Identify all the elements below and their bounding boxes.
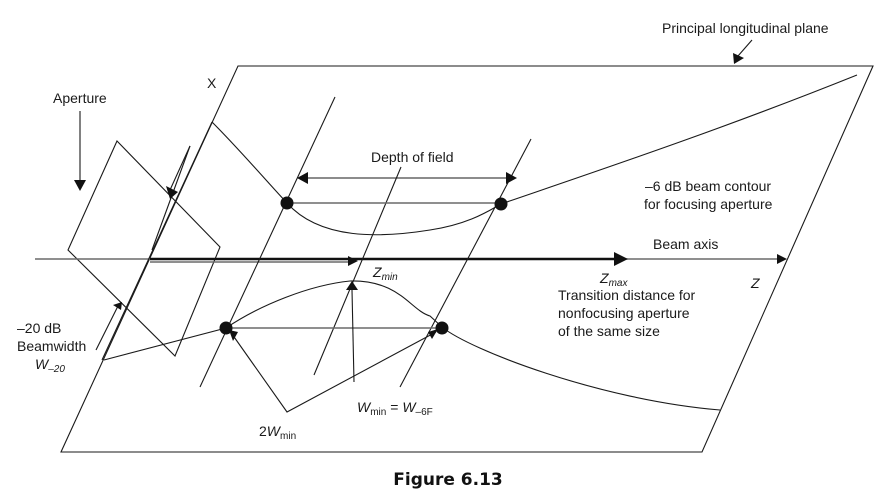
wmin-arrowhead [346, 281, 358, 290]
plane-arrowhead [733, 53, 744, 64]
contour-label-2: for focusing aperture [644, 196, 773, 212]
z-axis-arrowhead [777, 254, 787, 264]
beamwidth-label-2: Beamwidth [17, 338, 86, 354]
zmin-line [313, 166, 402, 376]
aperture-line-arrowhead [166, 186, 178, 199]
wmin-equation-label: Wmin = W–6F [357, 399, 433, 418]
zmax-label: Zmax [599, 270, 628, 289]
zmin-arrowhead [348, 256, 358, 266]
aperture-pointer-line [169, 145, 191, 191]
lower-right-dot [435, 321, 449, 335]
depth-of-field-label: Depth of field [371, 149, 454, 165]
dof-left-arrowhead [297, 172, 308, 184]
two-wmin-label: 2Wmin [259, 423, 296, 442]
aperture-label: Aperture [53, 90, 107, 106]
figure-caption: Figure 6.13 [393, 470, 503, 490]
aperture-square [67, 140, 221, 357]
upper-left-dot [280, 196, 294, 210]
beamwidth-arrowhead [113, 302, 122, 310]
x-axis-label: X [207, 75, 217, 91]
transition-label-3: of the same size [558, 323, 660, 339]
lower-beam-contour [103, 280, 721, 411]
lower-left-dot [219, 321, 233, 335]
two-wmin-arrows [231, 331, 437, 413]
zmin-label: Zmin [372, 264, 398, 283]
beam-axis-label: Beam axis [653, 236, 718, 252]
near-field-line [199, 96, 336, 388]
aperture-arrowhead [74, 180, 86, 191]
plane-pointer [737, 39, 753, 57]
two-wmin-right-arrowhead [428, 329, 438, 339]
transition-label-2: nonfocusing aperture [558, 305, 690, 321]
w20-label: W–20 [35, 356, 65, 375]
beamwidth-pointer [95, 305, 119, 351]
zmax-arrowhead [614, 252, 628, 266]
z-axis-label: Z [750, 275, 760, 291]
dof-right-arrowhead [506, 172, 517, 184]
plane-left-inner-line [101, 121, 213, 361]
upper-right-dot [494, 197, 508, 211]
plane-label: Principal longitudinal plane [662, 20, 829, 36]
beamwidth-label-1: –20 dB [17, 320, 61, 336]
principal-plane [60, 65, 874, 453]
contour-label-1: –6 dB beam contour [645, 178, 771, 194]
two-wmin-left-arrowhead [229, 330, 238, 341]
wmin-arrow [351, 289, 355, 383]
upper-beam-contour [211, 74, 858, 236]
transition-label-1: Transition distance for [558, 287, 696, 303]
